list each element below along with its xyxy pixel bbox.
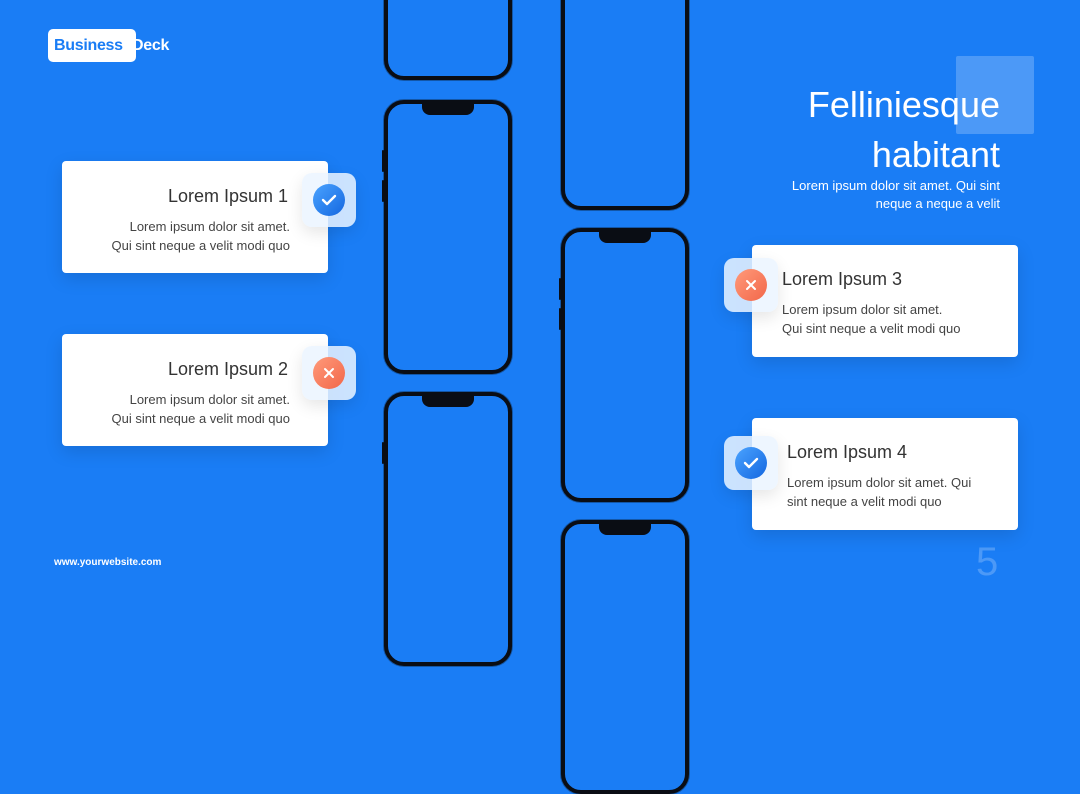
phone-side-button [559, 278, 561, 300]
phone-side-button [382, 442, 384, 464]
feature-card-2: Lorem Ipsum 2 Lorem ipsum dolor sit amet… [62, 334, 328, 446]
card-title: Lorem Ipsum 3 [782, 269, 903, 289]
brand-logo-pill: Business [48, 29, 136, 62]
phone-mockup [382, 100, 512, 374]
check-icon [313, 184, 345, 216]
page-title-line: Felliniesque [807, 84, 1000, 125]
phone-side-button [382, 180, 384, 202]
feature-card-4: Lorem Ipsum 4 Lorem ipsum dolor sit amet… [752, 418, 1018, 530]
page-title-line: habitant [871, 134, 1000, 175]
card-text-line: Qui sint neque a velit modi quo [111, 238, 291, 253]
close-icon [735, 269, 767, 301]
page-subtitle-line: Lorem ipsum dolor sit amet. Qui sint [791, 178, 1000, 193]
brand-logo: Business Deck [48, 29, 169, 62]
card-text: Lorem ipsum dolor sit amet. Qui sint neq… [70, 217, 291, 255]
page-number: 5 [976, 540, 999, 584]
card-text: Lorem ipsum dolor sit amet. Qui sint neq… [787, 473, 1007, 511]
phone-notch [422, 103, 474, 115]
decorative-square [956, 56, 1034, 134]
phone-notch [599, 523, 651, 535]
card-text-line: Qui sint neque a velit modi quo [782, 321, 961, 336]
status-badge-1 [302, 173, 356, 227]
check-icon [735, 447, 767, 479]
brand-name-part1: Business [54, 36, 123, 54]
card-text-line: Qui sint neque a velit modi quo [111, 411, 291, 426]
phone-notch [599, 231, 651, 243]
brand-name-part2: Deck [132, 36, 170, 54]
feature-card-3: Lorem Ipsum 3 Lorem ipsum dolor sit amet… [752, 245, 1018, 357]
phone-mockup [382, 392, 512, 666]
feature-card-1: Lorem Ipsum 1 Lorem ipsum dolor sit amet… [62, 161, 328, 273]
phone-mockup [559, 228, 689, 502]
phone-side-button [382, 150, 384, 172]
phone-mockup [561, 520, 689, 794]
card-text: Lorem ipsum dolor sit amet. Qui sint neq… [782, 300, 1002, 338]
card-title: Lorem Ipsum 1 [167, 186, 288, 206]
status-badge-3 [724, 258, 778, 312]
card-text-line: Lorem ipsum dolor sit amet. [129, 219, 290, 234]
card-title: Lorem Ipsum 4 [787, 442, 908, 462]
page-subtitle: Lorem ipsum dolor sit amet. Qui sint neq… [760, 177, 1000, 213]
phone-side-button [559, 308, 561, 330]
card-text-line: Lorem ipsum dolor sit amet. [782, 302, 943, 317]
card-title: Lorem Ipsum 2 [167, 359, 288, 379]
website-link[interactable]: www.yourwebsite.com [54, 557, 162, 568]
status-badge-4 [724, 436, 778, 490]
phone-mockup [561, 0, 689, 210]
close-icon [313, 357, 345, 389]
page-title: Felliniesque habitant [808, 80, 1000, 180]
card-text: Lorem ipsum dolor sit amet. Qui sint neq… [70, 390, 291, 428]
phone-notch [422, 395, 474, 407]
card-text-line: Lorem ipsum dolor sit amet. Qui [787, 475, 972, 490]
status-badge-2 [302, 346, 356, 400]
card-text-line: sint neque a velit modi quo [787, 494, 942, 509]
card-text-line: Lorem ipsum dolor sit amet. [129, 392, 290, 407]
page-subtitle-line: neque a neque a velit [875, 196, 1000, 211]
phone-mockup [384, 0, 512, 80]
